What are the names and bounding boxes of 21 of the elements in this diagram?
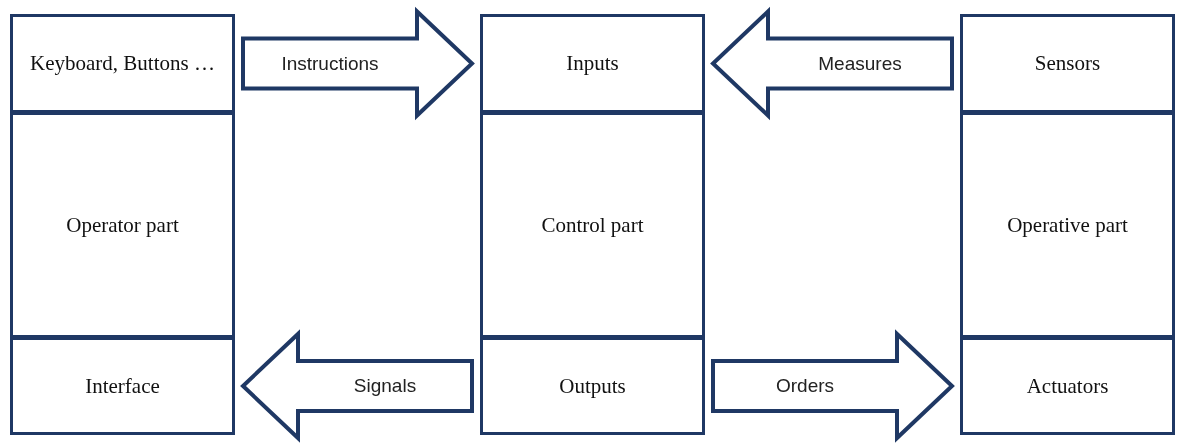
- section-label: Control part: [541, 211, 644, 239]
- section-box: [480, 337, 705, 435]
- section-box: [10, 112, 235, 338]
- section-box: [960, 112, 1175, 338]
- section-label: Inputs: [566, 50, 619, 77]
- section-label: Interface: [85, 372, 160, 400]
- section-box: [960, 14, 1175, 113]
- section-box: [480, 112, 705, 338]
- section-box: [10, 337, 235, 435]
- block-arrow: [240, 329, 474, 443]
- section-label: Operator part: [66, 211, 179, 239]
- section-label: Keyboard, Buttons …: [30, 50, 215, 77]
- section-box: [10, 14, 235, 113]
- section-box: [480, 14, 705, 113]
- section-label: Operative part: [1007, 211, 1128, 239]
- block-arrow: [711, 329, 955, 443]
- section-label: Outputs: [559, 372, 626, 400]
- block-arrow: [710, 6, 954, 121]
- section-label: Actuators: [1026, 372, 1109, 400]
- section-label: Sensors: [1034, 50, 1101, 77]
- section-box: [960, 337, 1175, 435]
